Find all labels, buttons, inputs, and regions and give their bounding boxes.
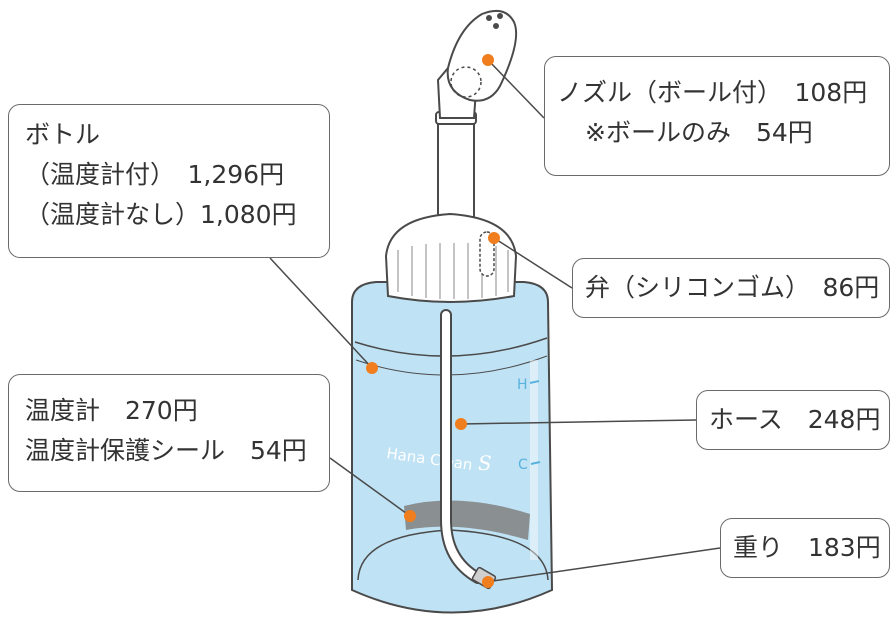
hose-price: ホース 248円: [709, 405, 881, 434]
thermometer-callout: 温度計 270円 温度計保護シール 54円: [8, 374, 330, 492]
hot-mark: H: [517, 377, 528, 393]
weight-marker: [482, 576, 494, 588]
nozzle-price: ノズル（ボール付） 108円: [557, 78, 868, 107]
thermometer-sticker: [404, 500, 530, 540]
bottle-title: ボトル: [25, 120, 101, 149]
hose-callout: ホース 248円: [696, 390, 890, 450]
nozzle: [436, 9, 518, 119]
valve-callout: 弁（シリコンゴム） 86円: [572, 258, 890, 318]
bottle-price-without-thermometer: （温度計なし）1,080円: [25, 200, 297, 229]
bottle-cap: [384, 212, 518, 303]
weight-price: 重り 183円: [733, 533, 881, 562]
hose-marker: [455, 418, 467, 430]
nozzle-ball-price: ※ボールのみ 54円: [585, 118, 813, 147]
nozzle-stem: [437, 117, 475, 227]
nozzle-marker: [482, 54, 494, 66]
weight-callout: 重り 183円: [720, 518, 890, 578]
leader-lines: [269, 59, 721, 583]
thermometer-marker: [404, 510, 416, 522]
bottle-callout: ボトル （温度計付） 1,296円 （温度計なし）1,080円: [8, 104, 330, 258]
valve-marker: [488, 232, 500, 244]
bottle-marker: [366, 362, 378, 374]
thermometer-seal-price: 温度計保護シール 54円: [25, 436, 307, 465]
nozzle-ball: [450, 66, 482, 98]
thermometer-price: 温度計 270円: [25, 396, 198, 425]
nozzle-callout: ノズル（ボール付） 108円 ※ボールのみ 54円: [544, 56, 890, 176]
valve-price: 弁（シリコンゴム） 86円: [585, 273, 880, 302]
cold-mark: C: [518, 457, 528, 473]
valve: [479, 231, 495, 277]
part-markers: [366, 54, 500, 588]
bottle-price-with-thermometer: （温度計付） 1,296円: [25, 160, 285, 189]
bottle-brand-mark: S: [478, 451, 492, 475]
